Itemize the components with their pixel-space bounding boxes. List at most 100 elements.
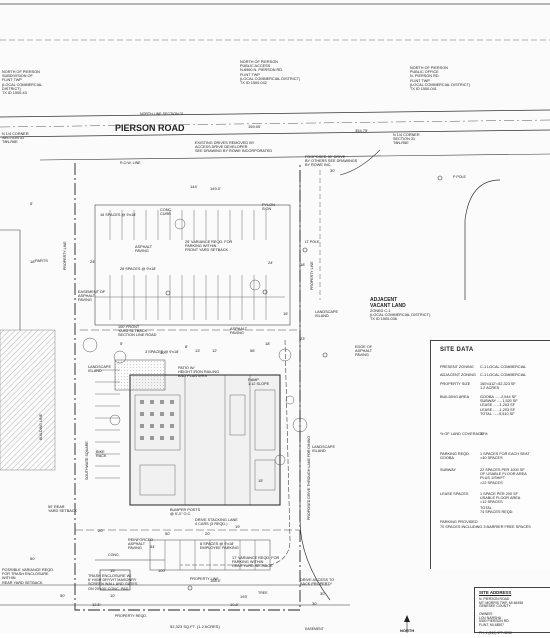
section-line-label: NORTH LINE SECTION 31 xyxy=(140,112,184,116)
site-data-key: PROPERTY SIZE xyxy=(440,382,471,386)
owner-center: NORTH OF PIERSON PUBLIC ACCESS N-6960 N.… xyxy=(240,60,301,85)
dim: 16' xyxy=(283,311,288,316)
south-line-label: SOUTHWATE SQUARE xyxy=(85,441,89,480)
site-address-lines: N. PIERSON ROAD MT. MORRIS TWP, MI 48458… xyxy=(479,597,523,635)
variance-rear-left-note: POSSIBLE VARIANCE REQD. FOR TRASH ENCLOS… xyxy=(2,568,55,585)
dim: 24' xyxy=(268,260,273,265)
stacking-lane-label: DRIVE STACKING LANE 4 CARS (3 REQD.) xyxy=(195,518,238,527)
dim: 20' xyxy=(98,528,103,533)
rear-setback-label: 50' REAR YARD SETBACK xyxy=(48,505,78,514)
trash-enclosure xyxy=(99,569,131,591)
front-parking-area xyxy=(94,204,291,326)
parking-stripes-west xyxy=(95,369,120,479)
west-adjacent-building xyxy=(0,329,56,471)
pole-marker xyxy=(262,289,268,295)
site-data-value: 70 SPACES INCLUDING 3 BARRIER FREE SPACE… xyxy=(440,525,531,529)
site-data-value: TOTAL 74 SPACES REQD. xyxy=(480,506,514,515)
proposed-drive-note: PROPOSED 30' DRIVE BY OTHERS SEE DRAWING… xyxy=(305,155,358,168)
spaces-row-label: 3 SPACES @ 9'x18' xyxy=(145,350,179,354)
easement-label: EASEMENT xyxy=(305,627,324,631)
landscape-island-label: LANDSCAPE ISLAND xyxy=(315,310,339,319)
adjacent-vacant-label: ADJACENT VACANT LAND xyxy=(370,297,406,309)
property-line-bottom: PROPERTY LINE xyxy=(190,577,219,581)
pole-label: P POLE xyxy=(453,175,467,179)
dim: 24' xyxy=(90,259,95,264)
dim: 144' xyxy=(190,184,198,189)
variance-rear-right-note: 17' VARIANCE REQD. FOR PARKING WITHIN RE… xyxy=(232,556,280,569)
road-edge-north xyxy=(0,109,550,118)
dim: 10.8' xyxy=(230,602,239,607)
dim: 100' xyxy=(158,568,166,573)
east-access-curve xyxy=(339,149,381,176)
dim: 5' xyxy=(30,201,33,206)
site-data-value: 1 SPACE PER 200 SF USABLE FLOOR AREA =12… xyxy=(480,492,521,505)
dim: 18' xyxy=(265,341,270,346)
parking-stripes-middle xyxy=(95,275,285,320)
site-address-title: SITE ADDRESS xyxy=(479,590,512,595)
north-label: NORTH xyxy=(400,628,414,633)
dim: 158.0' xyxy=(210,578,221,583)
dim: 50' xyxy=(165,531,170,536)
dim: 15' xyxy=(110,568,115,573)
site-data-value: 12% xyxy=(480,432,488,436)
trash-enclosure-note: TRASH ENCLOSURE W/ 6' HIGH DRYVIT MASONR… xyxy=(88,574,138,591)
patio-label: PATIO W/ HEIGHT IRON RAILING AND PLANTER… xyxy=(178,366,220,379)
property-line-left-label: PROPERTY LINE xyxy=(63,241,67,270)
site-data-key: % OF LAND COVERAGE xyxy=(440,432,484,436)
dim: 12' xyxy=(212,348,217,353)
dim: 10' xyxy=(110,593,115,598)
pole-marker xyxy=(165,290,171,296)
edge-asphalt-right-label: EDGE OF ASPHALT PAVING xyxy=(355,345,373,358)
site-data-value: C-1 LOCAL COMMERCIAL xyxy=(480,373,527,377)
bike-rack-label: BIKE RACK xyxy=(96,450,107,459)
east-drive-curve xyxy=(464,179,501,300)
reinforced-asphalt-label: REINFORCED ASPHALT PAVING xyxy=(128,538,154,551)
quarter-corner-right: N 1/4 CORNER SECTION 31 T8N-R6E xyxy=(393,133,420,146)
dim: 18' xyxy=(30,259,35,264)
pole-marker xyxy=(302,247,308,253)
dim: 54' xyxy=(150,544,155,549)
bumper-posts-label: BUMPER POSTS @ 5'-0" O.C. xyxy=(170,508,201,517)
front-setback-note: 100' FRONT YARD SETBACK SECTION LINE ROA… xyxy=(118,325,157,338)
dim: 149.0' xyxy=(210,186,221,191)
dim: 15' xyxy=(258,478,263,483)
dim: 354.75' xyxy=(355,128,368,133)
landscape-island-2-label: LANDSCAPE ISLAND xyxy=(88,365,112,374)
site-data-title: SITE DATA xyxy=(440,347,474,353)
conc-label: CONC. xyxy=(108,553,120,557)
dim: 5' xyxy=(120,341,123,346)
dim: 30' xyxy=(160,350,165,355)
booth-seating xyxy=(140,400,174,440)
spaces-top-label: 16 SPACES @ 9'x18' xyxy=(100,213,137,217)
west-curb xyxy=(0,229,21,330)
dim: 30' xyxy=(312,601,317,606)
existing-drives-note: EXISTING DRIVES REMOVED BY ACCESS DRIVE … xyxy=(195,141,273,154)
site-data-key: PRESENT ZONING xyxy=(440,365,474,369)
building-interior xyxy=(134,375,276,505)
road-name: PIERSON ROAD xyxy=(115,123,185,133)
patio xyxy=(114,359,166,391)
site-data-key: SUBWAY xyxy=(440,468,457,472)
landscape-island-3-label: LANDSCAPE ISLAND xyxy=(312,445,336,454)
pylon-sign-label: PYLON SIGN xyxy=(262,203,275,212)
asphalt-paving-label: ASPHALT PAVING xyxy=(135,245,153,254)
dim: 30' xyxy=(330,168,335,173)
property-reqd-label: PROPERTY REQD. xyxy=(115,614,147,618)
site-data-key: BUILDING AREA xyxy=(440,395,470,399)
site-data-value: 160'x312'=52,323 SF 1.2 ACRES xyxy=(480,382,516,391)
site-data-key: PARKING REQD. GOOBA xyxy=(440,452,470,461)
site-data-value: 22 SPACES PER 1000 SF OF USABLE FLOOR AR… xyxy=(480,468,527,485)
tree-label: TREE xyxy=(258,591,268,595)
site-data-value: 1 SPACES FOR EACH SEAT =40 SPACES xyxy=(480,452,530,461)
section-line xyxy=(0,119,550,128)
asphalt-paving-2-label: ASPHALT PAVING xyxy=(230,327,248,336)
property-boundary xyxy=(74,163,301,611)
site-data-key: PARKING PROVIDED xyxy=(440,520,478,524)
site-data-box xyxy=(430,340,550,569)
pole-label: LT POLE xyxy=(305,240,320,244)
edge-asphalt-left: EASEMENT OF ASPHALT PAVING xyxy=(78,290,106,303)
site-data-key: ADJACENT ZONING xyxy=(440,373,476,377)
site-data-value: C-1 LOCAL COMMERCIAL xyxy=(480,365,527,369)
